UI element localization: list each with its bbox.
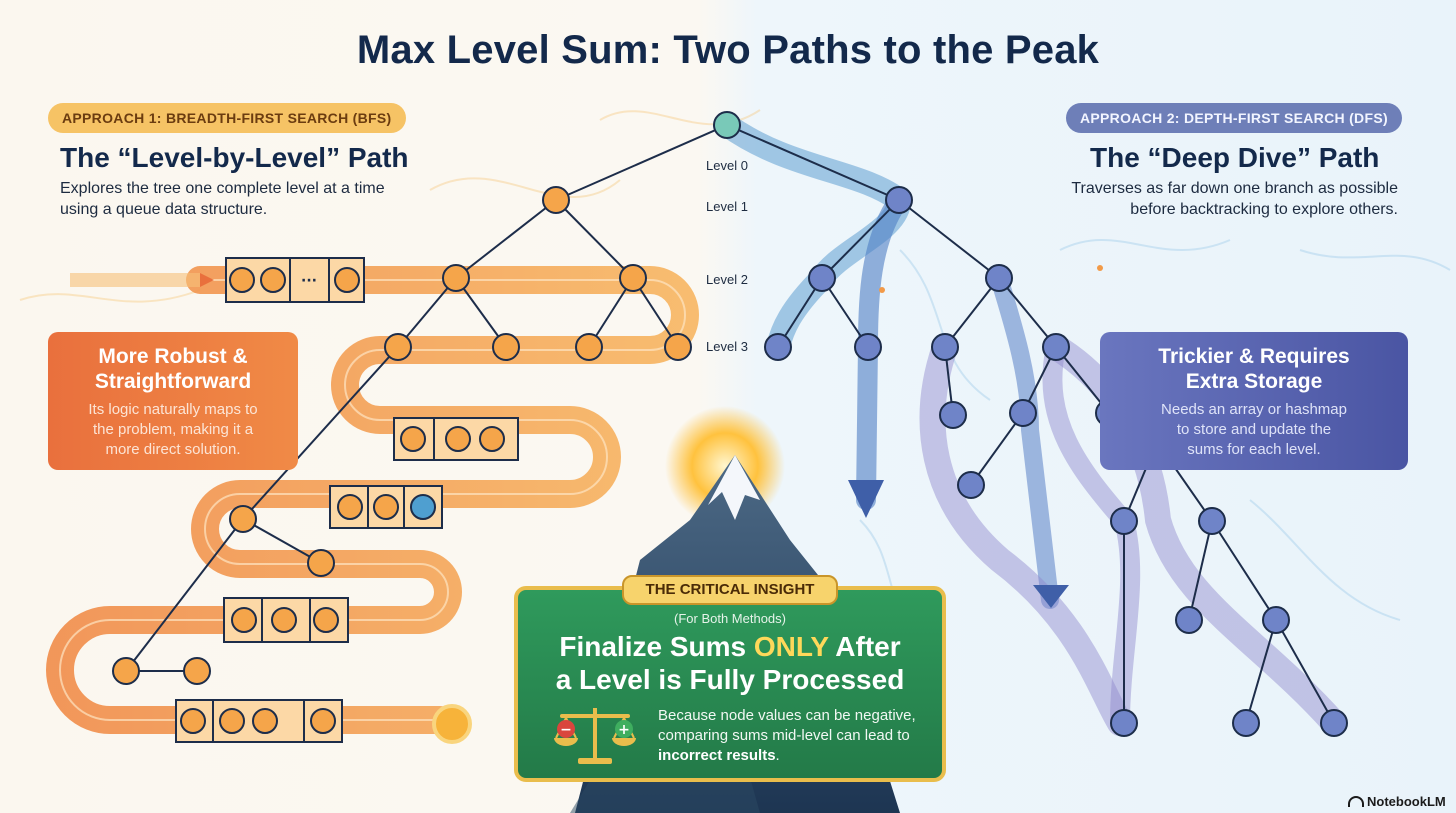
dfs-description: Traverses as far down one branch as poss… xyxy=(1071,180,1398,218)
background-swirls xyxy=(19,109,1451,651)
balance-scale-icon: − + xyxy=(554,708,636,764)
bfs-card-body: Its logic naturally maps to the problem,… xyxy=(88,401,258,458)
dfs-arrow-down-icon xyxy=(848,480,884,518)
queue-ellipsis: ··· xyxy=(301,273,317,289)
insight-headline-line-2: a Level is Fully Processed xyxy=(555,664,905,695)
insight-body-end: . xyxy=(775,747,780,764)
minus-circle-icon xyxy=(557,720,575,738)
bfs-queue-4 xyxy=(223,597,349,643)
bfs-pros-card: More Robust & Straightforward Its logic … xyxy=(48,332,298,470)
insight-headline: Finalize Sums ONLY After a Level is Full… xyxy=(514,630,946,696)
bfs-queue-5 xyxy=(175,699,343,743)
brand-name: NotebookLM xyxy=(1367,794,1446,809)
bfs-approach-badge: APPROACH 1: BREADTH-FIRST SEARCH (BFS) xyxy=(48,103,406,133)
scale-plus-sign: + xyxy=(618,722,630,738)
mountain-snowcap xyxy=(708,455,760,520)
scale-minus-sign: − xyxy=(560,722,572,738)
level-label-1: Level 1 xyxy=(706,199,748,214)
critical-insight-panel xyxy=(514,586,946,782)
dfs-card-title-line-2: Extra Storage xyxy=(1185,370,1323,393)
insight-headline-highlight: ONLY xyxy=(753,631,829,662)
root-node xyxy=(713,111,741,139)
bfs-description: Explores the tree one complete level at … xyxy=(60,180,385,218)
dfs-heading: The “Deep Dive” Path xyxy=(1090,142,1380,173)
accent-dot xyxy=(879,287,885,293)
critical-insight-tab: THE CRITICAL INSIGHT xyxy=(622,575,838,605)
dfs-card-body: Needs an array or hashmap to store and u… xyxy=(1161,401,1347,458)
level-label-3: Level 3 xyxy=(706,339,748,354)
plus-circle-icon xyxy=(615,720,633,738)
bfs-finish-node xyxy=(432,704,472,744)
bfs-queue-3 xyxy=(329,485,443,529)
dfs-approach-badge: APPROACH 2: DEPTH-FIRST SEARCH (DFS) xyxy=(1066,103,1402,133)
brand-watermark: NotebookLM xyxy=(1348,794,1446,809)
bfs-card-title-line-2: Straightforward xyxy=(94,370,252,393)
bfs-track-highlight xyxy=(59,279,686,721)
insight-body-bold: incorrect results xyxy=(658,747,776,764)
bfs-heading: The “Level-by-Level” Path xyxy=(60,142,409,173)
dfs-cons-card: Trickier & Requires Extra Storage Needs … xyxy=(1100,332,1408,470)
notebooklm-logo-icon xyxy=(1348,796,1364,807)
level-label-0: Level 0 xyxy=(706,158,748,173)
insight-body: Because node values can be negative, com… xyxy=(658,706,938,766)
insight-headline-part-1: Finalize Sums xyxy=(559,631,754,662)
bfs-card-title-line-1: More Robust & xyxy=(98,345,248,368)
bfs-tree-edges xyxy=(125,124,728,672)
insight-body-text: Because node values can be negative, com… xyxy=(658,707,916,744)
dfs-card-title-line-1: Trickier & Requires xyxy=(1158,345,1350,368)
dfs-arrow-down-icon xyxy=(1033,585,1069,608)
page-title: Max Level Sum: Two Paths to the Peak xyxy=(356,28,1100,72)
accent-dot xyxy=(1097,265,1103,271)
level-label-2: Level 2 xyxy=(706,272,748,287)
bfs-queue-1: ··· xyxy=(225,257,365,303)
dfs-down-arrows xyxy=(848,480,1069,608)
bfs-tree-nodes xyxy=(112,186,692,685)
queue-entry-arrow-icon xyxy=(200,273,214,287)
bfs-queue-2 xyxy=(393,417,519,461)
insight-subtitle: (For Both Methods) xyxy=(674,611,786,626)
insight-headline-part-2: After xyxy=(828,631,901,662)
